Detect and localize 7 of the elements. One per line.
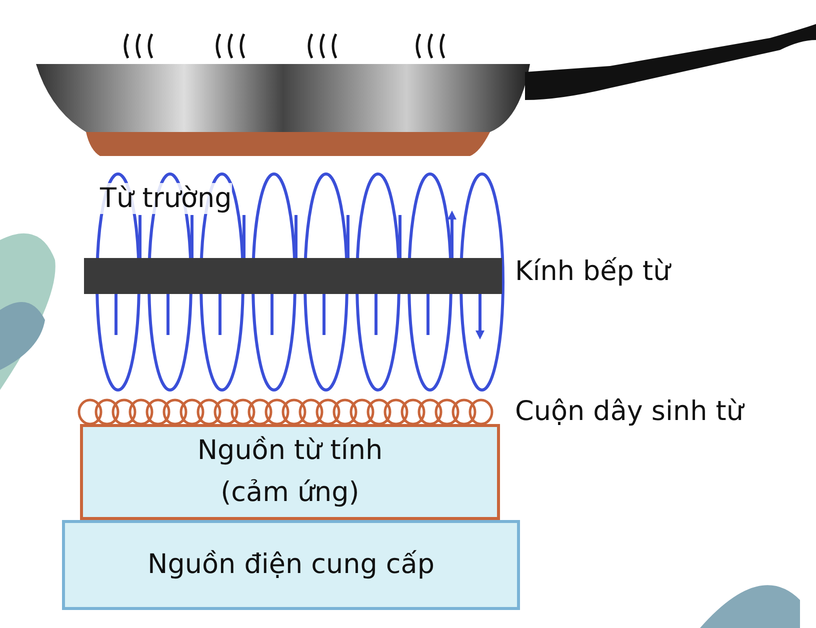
node-text: Nguồn từ tính (cảm ứng) <box>196 434 384 510</box>
node-text: Nguồn điện cung cấp <box>148 548 434 582</box>
magnetic-source-box <box>80 424 500 520</box>
glass-label: Kính bếp từ <box>515 256 670 287</box>
coil-label: Cuộn dây sinh từ <box>515 396 744 427</box>
field-label: Từ trường <box>100 183 232 214</box>
power-supply-box <box>62 520 520 610</box>
